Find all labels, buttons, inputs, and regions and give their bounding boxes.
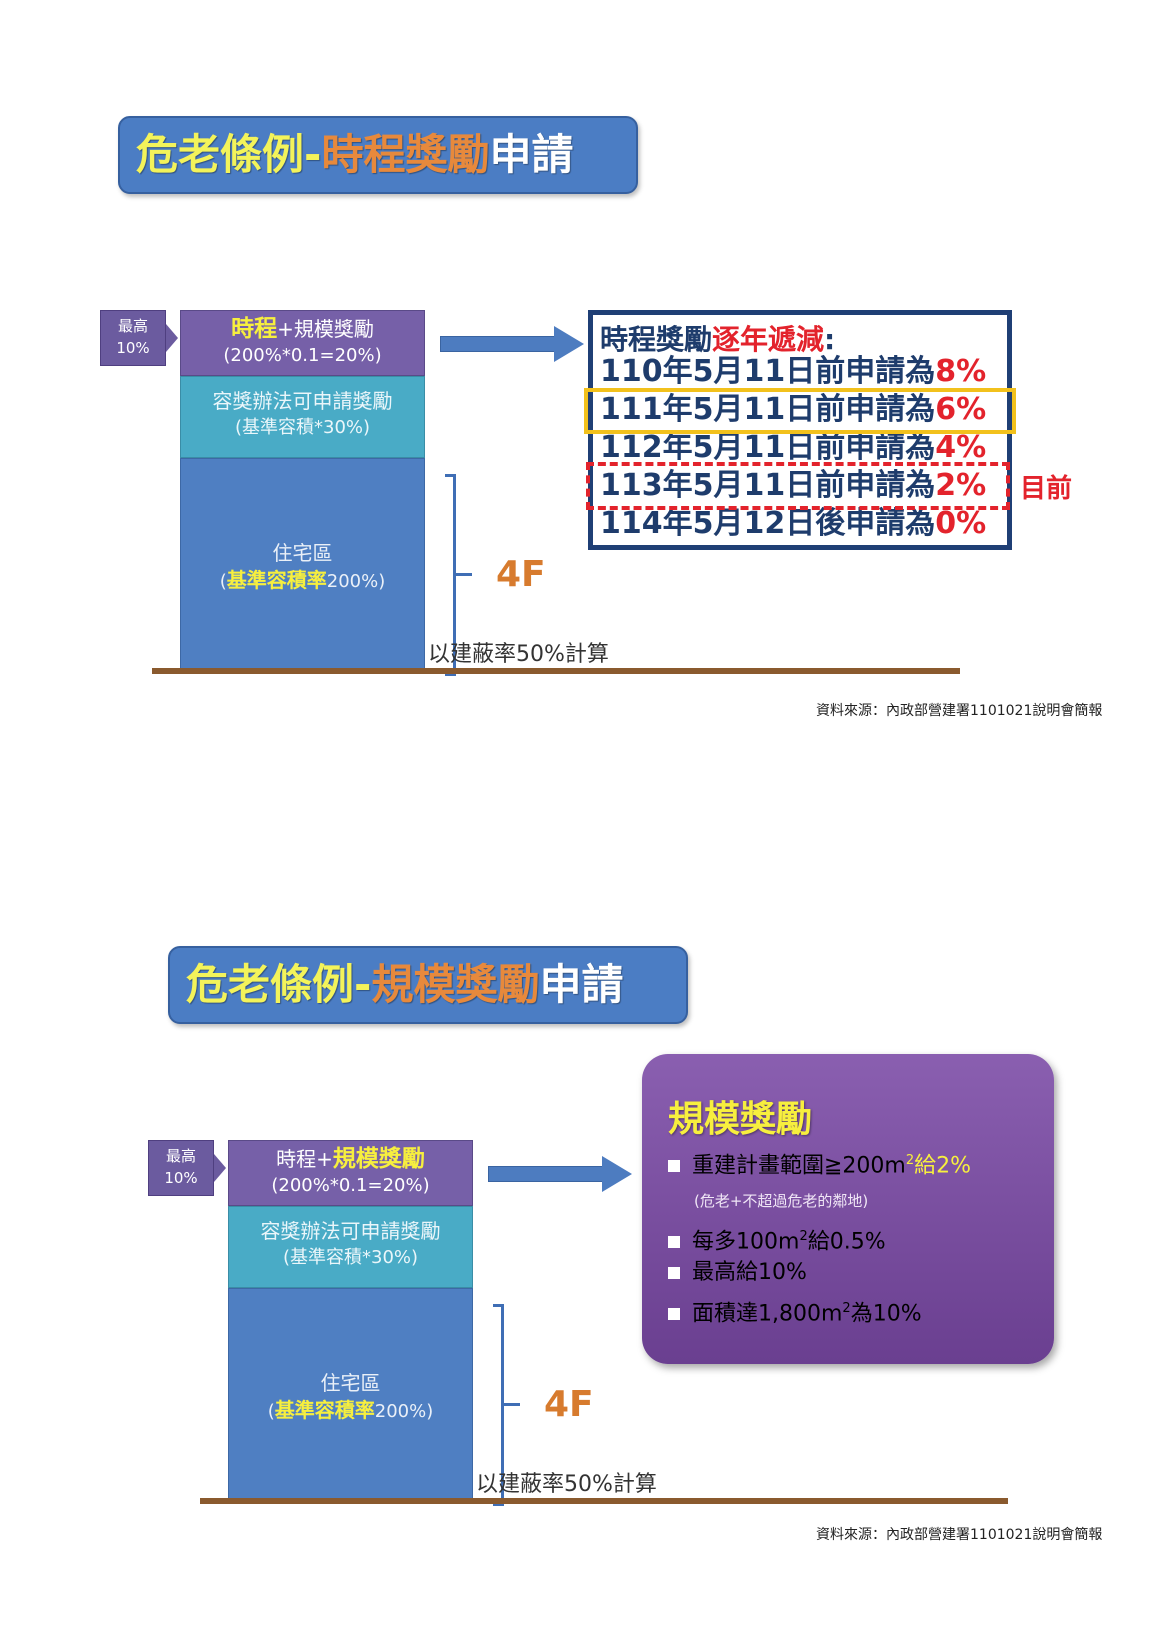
source-note: 資料來源：內政部營建署1101021說明會簡報 [816, 703, 1103, 719]
scale-item-sup: 2 [842, 1301, 851, 1316]
schedule-title: 時程獎勵逐年遞減: [600, 318, 835, 358]
arrow-shaft [488, 1166, 604, 1182]
max-badge: 最高 10% [148, 1140, 214, 1196]
max-value: 10% [116, 339, 150, 357]
right-arrow-icon [602, 1156, 632, 1192]
floors-label: 4F [496, 554, 546, 595]
scale-bonus-label: 規模獎勵 [332, 1146, 425, 1172]
schedule-row-text: 112年5月11日前申請為 [600, 430, 936, 465]
scale-bonus-card [642, 1054, 1054, 1364]
section2-title: 危老條例-規模獎勵申請 [168, 946, 688, 1024]
scale-item-suffix: 給0.5% [807, 1229, 886, 1255]
base-far-label: 基準容積率 [274, 1398, 375, 1422]
highlight-yellow-frame [584, 388, 1016, 434]
schedule-title-decreasing: 逐年遞減 [712, 323, 825, 356]
base-far-label: 基準容積率 [226, 568, 327, 592]
time-bonus-label: 時程 [231, 316, 278, 342]
title-part1: 危老條例- [136, 130, 322, 179]
floors-bracket-stem [504, 1403, 520, 1406]
scale-item-note: (危老+不超過危老的鄰地) [694, 1192, 869, 1210]
schedule-row-text: 110年5月11日前申請為 [600, 354, 936, 389]
base-far-value: 200%) [374, 1401, 434, 1422]
schedule-row: 112年5月11日前申請為4% [600, 430, 986, 466]
schedule-row-text: 114年5月12日後申請為 [600, 506, 936, 541]
highlight-current-frame [586, 462, 1010, 510]
scale-item-suffix: 為10% [850, 1301, 922, 1327]
square-bullet-icon [668, 1160, 680, 1173]
max-arrow-icon [166, 324, 178, 352]
schedule-row-pct: 2% [935, 468, 987, 503]
scale-item: 重建計畫範圍≧200m2給2% [668, 1146, 971, 1181]
scale-item-suffix: 給2% [914, 1153, 972, 1179]
paren-open: ( [267, 1401, 275, 1422]
bonus-method-label: 容獎辦法可申請獎勵 [212, 389, 393, 413]
scale-item: 最高給10% [668, 1258, 807, 1288]
scale-item-sup: 2 [799, 1229, 808, 1244]
schedule-row: 110年5月11日前申請為8% [600, 354, 986, 390]
schedule-row-text: 111年5月11日前申請為 [600, 392, 936, 427]
schedule-row-pct: 4% [935, 430, 987, 465]
right-arrow-icon [554, 326, 584, 362]
floor-area-bonus-block: 容獎辦法可申請獎勵 (基準容積*30%) [180, 376, 425, 458]
schedule-row: 114年5月12日後申請為0% [600, 506, 986, 542]
max-value: 10% [164, 1169, 198, 1187]
time-bonus-label: 時程+ [276, 1147, 333, 1171]
schedule-row: 113年5月11日前申請為2% [600, 468, 986, 504]
bonus-method-label: 容獎辦法可申請獎勵 [260, 1219, 441, 1243]
source-note: 資料來源：內政部營建署1101021說明會簡報 [816, 1527, 1103, 1543]
schedule-row-text: 113年5月11日前申請為 [600, 468, 936, 503]
residential-base-block: 住宅區 (基準容積率200%) [180, 458, 425, 670]
section1-title: 危老條例-時程獎勵申請 [118, 116, 638, 194]
floors-bracket [493, 1304, 504, 1506]
scale-item-prefix: 面積達1,800m [692, 1301, 843, 1327]
time-scale-bonus-block: 時程+規模獎勵 (200%*0.1=20%) [228, 1140, 473, 1206]
bonus-formula: (200%*0.1=20%) [271, 1175, 430, 1196]
max-label: 最高 [165, 1147, 196, 1165]
square-bullet-icon [668, 1236, 680, 1249]
residential-base-block: 住宅區 (基準容積率200%) [228, 1288, 473, 1500]
ground-line [152, 668, 960, 674]
residential-label: 住宅區 [320, 1371, 381, 1395]
max-arrow-icon [214, 1154, 226, 1182]
schedule-title-colon: : [824, 323, 836, 356]
floors-label: 4F [544, 1384, 594, 1425]
max-badge: 最高 10% [100, 310, 166, 366]
ground-line [200, 1498, 1008, 1504]
schedule-row: 111年5月11日前申請為6% [600, 392, 986, 428]
bonus-formula: (200%*0.1=20%) [223, 345, 382, 366]
max-label: 最高 [117, 317, 148, 335]
scale-card-title: 規模獎勵 [668, 1099, 813, 1140]
scale-item-prefix: 每多100m [692, 1229, 800, 1255]
current-label: 目前 [1020, 474, 1073, 504]
bonus-method-formula: (基準容積*30%) [282, 1247, 419, 1268]
schedule-row-pct: 0% [935, 506, 987, 541]
schedule-title-prefix: 時程獎勵 [600, 323, 713, 356]
title-highlight: 規模獎勵 [371, 960, 540, 1009]
schedule-row-pct: 6% [935, 392, 987, 427]
floor-area-bonus-block: 容獎辦法可申請獎勵 (基準容積*30%) [228, 1206, 473, 1288]
title-part2: 申請 [539, 960, 624, 1009]
coverage-label: 以建蔽率50%計算 [428, 642, 609, 667]
scale-item-sup: 2 [905, 1153, 915, 1168]
schedule-row-pct: 8% [935, 354, 987, 389]
square-bullet-icon [668, 1267, 680, 1279]
base-far-value: 200%) [326, 571, 386, 592]
square-bullet-icon [668, 1308, 680, 1321]
scale-bonus-label: +規模獎勵 [277, 317, 374, 341]
floors-bracket [445, 474, 456, 676]
residential-label: 住宅區 [272, 541, 333, 565]
scale-item: 面積達1,800m2為10% [668, 1294, 922, 1329]
time-scale-bonus-block: 時程+規模獎勵 (200%*0.1=20%) [180, 310, 425, 376]
scale-item: 每多100m2給0.5% [668, 1222, 886, 1257]
paren-open: ( [219, 571, 227, 592]
floors-bracket-stem [456, 573, 472, 576]
scale-item-prefix: 重建計畫範圍≧200m [692, 1153, 906, 1179]
title-part1: 危老條例- [186, 960, 372, 1009]
title-part2: 申請 [489, 130, 574, 179]
coverage-label: 以建蔽率50%計算 [476, 1472, 657, 1497]
arrow-shaft [440, 336, 556, 352]
title-highlight: 時程獎勵 [321, 130, 490, 179]
bonus-method-formula: (基準容積*30%) [234, 417, 371, 438]
scale-item-prefix: 最高給10% [692, 1260, 807, 1285]
